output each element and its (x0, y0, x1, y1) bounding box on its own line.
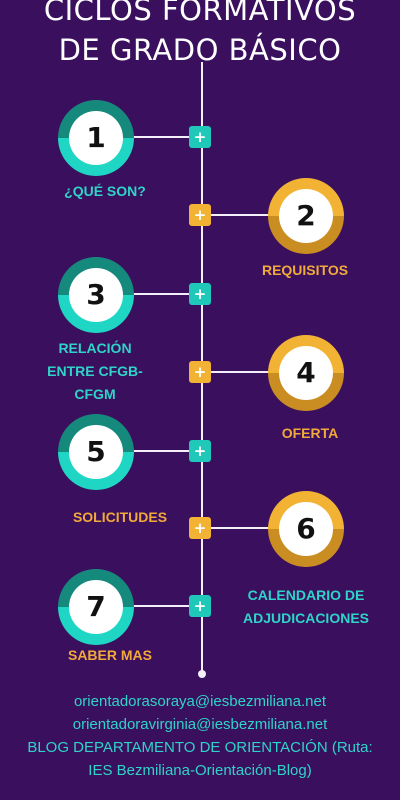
step-label-5[interactable]: SOLICITUDES (72, 509, 168, 525)
plus-icon[interactable]: + (189, 440, 211, 462)
page-title: CICLOS FORMATIVOS DE GRADO BÁSICO (0, 0, 400, 70)
step-circle-1[interactable]: 1 (58, 100, 134, 176)
step-circle-7[interactable]: 7 (58, 569, 134, 645)
title-line-1: CICLOS FORMATIVOS (43, 0, 357, 27)
connector-2 (201, 214, 271, 216)
step-circle-2[interactable]: 2 (268, 178, 344, 254)
step-circle-6[interactable]: 6 (268, 491, 344, 567)
step-number-2: 2 (279, 189, 333, 243)
connector-5 (130, 450, 202, 452)
step-number-7: 7 (69, 580, 123, 634)
plus-icon[interactable]: + (189, 517, 211, 539)
plus-icon[interactable]: + (189, 595, 211, 617)
connector-6 (201, 527, 271, 529)
footer-email-2[interactable]: orientadoravirginia@iesbezmiliana.net (72, 716, 328, 733)
connector-3 (130, 293, 202, 295)
step-circle-5[interactable]: 5 (58, 414, 134, 490)
step-number-5: 5 (69, 425, 123, 479)
step-number-4: 4 (279, 346, 333, 400)
footer-blog-line-2: IES Bezmiliana-Orientación-Blog) (88, 762, 312, 779)
footer-contacts: orientadorasoraya@iesbezmiliana.net orie… (0, 690, 400, 782)
step-number-1: 1 (69, 111, 123, 165)
connector-1 (130, 136, 202, 138)
step-circle-3[interactable]: 3 (58, 257, 134, 333)
timeline-end-dot (198, 670, 206, 678)
step-label-3[interactable]: RELACIÓN ENTRE CFGB- CFGM (47, 340, 143, 402)
step-circle-4[interactable]: 4 (268, 335, 344, 411)
connector-7 (130, 605, 202, 607)
footer-email-1[interactable]: orientadorasoraya@iesbezmiliana.net (73, 693, 327, 710)
step-label-1[interactable]: ¿QUÉ SON? (64, 183, 146, 199)
step-label-7[interactable]: SABER MAS (67, 647, 152, 663)
step-label-6[interactable]: CALENDARIO DE ADJUDICACIONES (242, 587, 369, 626)
step-number-6: 6 (279, 502, 333, 556)
plus-icon[interactable]: + (189, 126, 211, 148)
plus-icon[interactable]: + (189, 283, 211, 305)
title-line-2: DE GRADO BÁSICO (58, 33, 342, 67)
plus-icon[interactable]: + (189, 204, 211, 226)
footer-blog-line-1: BLOG DEPARTAMENTO DE ORIENTACIÓN (Ruta: (27, 739, 373, 756)
step-label-4[interactable]: OFERTA (281, 425, 339, 441)
step-number-3: 3 (69, 268, 123, 322)
connector-4 (201, 371, 271, 373)
step-label-2[interactable]: REQUISITOS (261, 262, 349, 278)
plus-icon[interactable]: + (189, 361, 211, 383)
